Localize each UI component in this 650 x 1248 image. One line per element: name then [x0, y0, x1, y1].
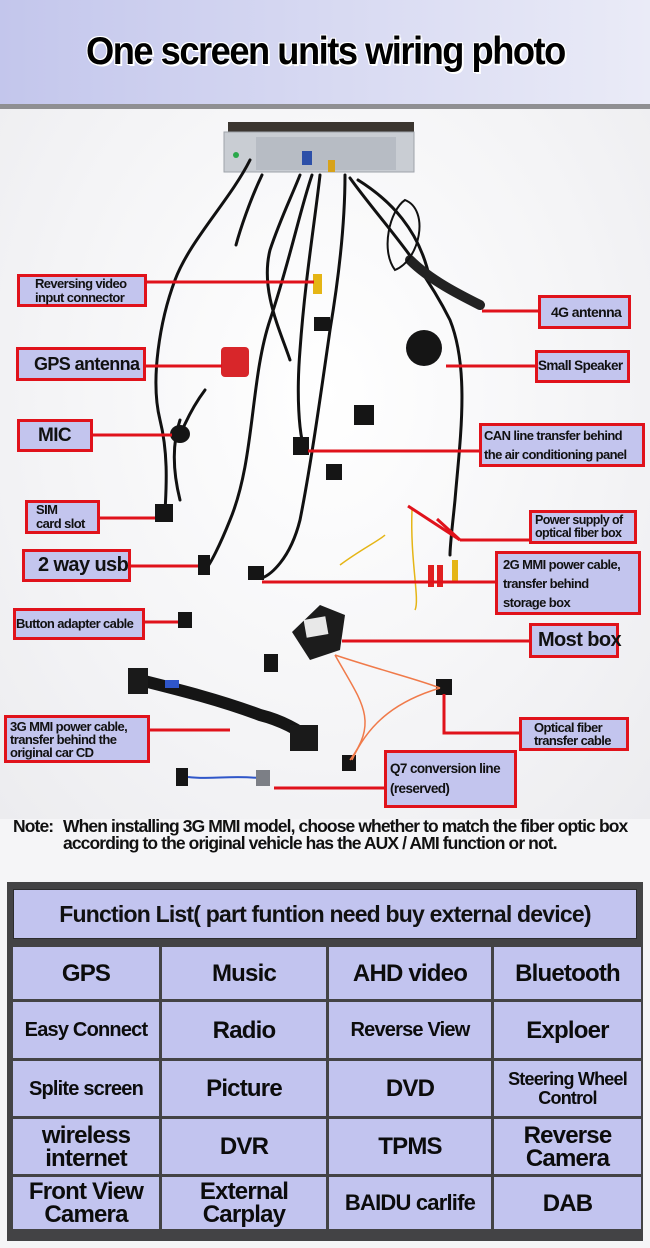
label-4g-antenna: 4G antenna [538, 295, 631, 329]
function-cell: GPS [13, 947, 159, 999]
label-most-box: Most box [529, 623, 622, 658]
label-2g-mmi-power: 2G MMI power cable, transfer behind stor… [495, 551, 641, 615]
3g-harness-part [128, 668, 318, 751]
most-box-part [292, 605, 345, 660]
usb-part [198, 555, 210, 575]
note-prefix: Note: [13, 816, 54, 836]
label-line: input connector [35, 289, 125, 305]
label-line: original car CD [10, 744, 94, 760]
label-line: Power supply of [535, 513, 623, 527]
label-line: SIM [36, 502, 58, 518]
cables [154, 158, 464, 580]
function-cell: AHD video [329, 947, 491, 999]
label-line: GPS antenna [34, 353, 140, 374]
function-cell: TPMS [329, 1119, 491, 1174]
sim-part [155, 504, 173, 522]
function-cell: wireless internet [13, 1119, 159, 1174]
label-line: optical fiber box [535, 526, 622, 540]
wiring-photo: Reversing video input connector GPS ante… [0, 109, 650, 819]
fiber-cables [334, 654, 441, 761]
label-line: 3G MMI power cable, [10, 718, 128, 734]
function-cell: Steering Wheel Control [494, 1061, 641, 1116]
label-line: 2 way usb [38, 554, 129, 576]
q7-connector [256, 770, 270, 786]
leader-lines [92, 280, 538, 790]
label-line: Small Speaker [538, 358, 623, 374]
label-line: storage box [503, 594, 571, 610]
header-divider [0, 104, 650, 109]
label-line: the air conditioning panel [484, 447, 627, 462]
speaker-part [406, 330, 442, 366]
label-button-adapter: Button adapter cable [13, 608, 145, 640]
label-optical-fiber-transfer: Optical fiber transfer cable [519, 717, 629, 751]
function-cell: Easy Connect [13, 1002, 159, 1058]
rca-yellow [313, 274, 322, 294]
label-line: transfer behind the [10, 731, 117, 747]
label-q7-conversion: Q7 conversion line (reserved) [384, 750, 517, 808]
label-line: transfer cable [534, 733, 611, 748]
label-line: card slot [36, 516, 85, 531]
label-line: Button adapter cable [16, 616, 134, 632]
label-line: CAN line transfer behind [484, 428, 623, 443]
function-cell: Music [162, 947, 326, 999]
gps-part [221, 347, 249, 377]
head-unit [223, 122, 415, 173]
label-line: Optical fiber [534, 720, 603, 735]
label-3g-mmi-power: 3G MMI power cable, transfer behind the … [4, 715, 150, 763]
function-cell: DVD [329, 1061, 491, 1116]
page-header: One screen units wiring photo [0, 0, 650, 104]
label-gps-antenna: GPS antenna [16, 347, 146, 381]
label-sim-card-slot: SIM card slot [25, 500, 100, 534]
function-list-title: Function List( part funtion need buy ext… [13, 889, 637, 939]
label-line: MIC [38, 424, 72, 446]
function-grid: GPS Music AHD video Bluetooth Easy Conne… [13, 947, 641, 1229]
label-can-line: CAN line transfer behind the air conditi… [479, 423, 645, 467]
label-line: Reversing video [35, 275, 127, 291]
function-cell: Front View Camera [13, 1177, 159, 1229]
function-cell: Reverse Camera [494, 1119, 641, 1174]
label-line: transfer behind [503, 575, 589, 591]
function-cell: DVR [162, 1119, 326, 1174]
q7-cable [187, 776, 259, 779]
label-small-speaker: Small Speaker [535, 350, 630, 383]
wiring-illustration [92, 122, 538, 790]
installation-note: Note: When installing 3G MMI model, choo… [13, 816, 643, 853]
function-cell: Reverse View [329, 1002, 491, 1058]
function-cell: External Carplay [162, 1177, 326, 1229]
label-line: 4G antenna [551, 303, 622, 320]
function-cell: Exploer [494, 1002, 641, 1058]
function-list-table: Function List( part funtion need buy ext… [7, 882, 643, 1241]
label-line: (reserved) [390, 781, 450, 796]
rca-plugs [339, 509, 458, 611]
4g-antenna-part [386, 198, 485, 310]
label-reversing-video: Reversing video input connector [17, 274, 147, 307]
mic-part [170, 425, 190, 443]
note-text: When installing 3G MMI model, choose whe… [63, 816, 628, 853]
label-line: Q7 conversion line [390, 761, 501, 776]
function-cell: BAIDU carlife [329, 1177, 491, 1229]
label-two-way-usb: 2 way usb [22, 549, 131, 582]
label-line: 2G MMI power cable, [503, 556, 621, 572]
page-title: One screen units wiring photo [85, 30, 566, 73]
function-cell: Radio [162, 1002, 326, 1058]
function-cell: Bluetooth [494, 947, 641, 999]
function-cell: Splite screen [13, 1061, 159, 1116]
label-power-supply-fiber: Power supply of optical fiber box [529, 510, 637, 544]
label-mic: MIC [17, 419, 93, 452]
label-line: Most box [538, 629, 622, 651]
function-cell: DAB [494, 1177, 641, 1229]
function-cell: Picture [162, 1061, 326, 1116]
